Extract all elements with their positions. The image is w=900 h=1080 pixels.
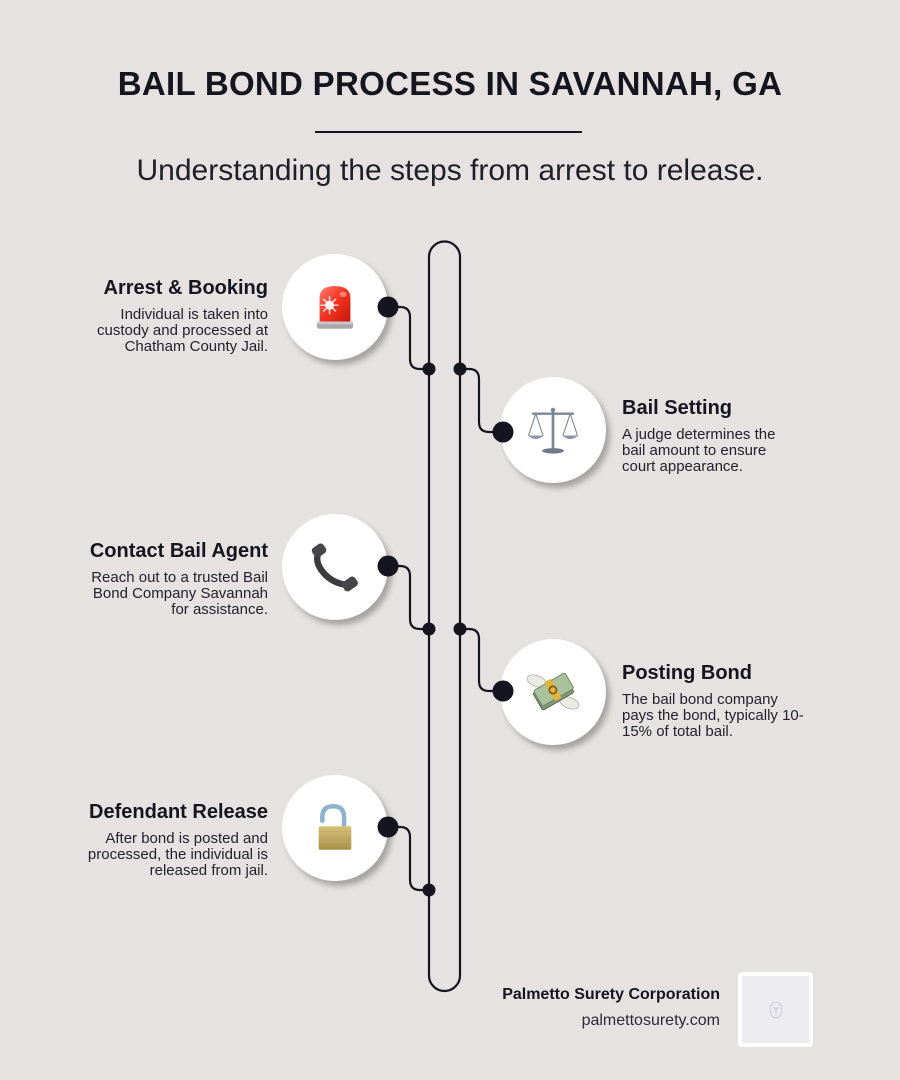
step-description-line: 15% of total bail.	[622, 723, 733, 740]
balance-scale-icon	[527, 407, 579, 454]
step-bail-setting: Bail Setting A judge determines the bail…	[622, 396, 862, 475]
step-icon-circle	[500, 377, 606, 483]
step-description-line: released from jail.	[149, 862, 268, 879]
step-title: Posting Bond	[622, 662, 752, 684]
step-description-line: Reach out to a trusted Bail	[91, 569, 268, 586]
step-description-line: After bond is posted and	[105, 830, 268, 847]
footer-website-link[interactable]: palmettosurety.com	[581, 1012, 720, 1029]
step-title: Defendant Release	[89, 801, 268, 823]
step-description-line: Chatham County Jail.	[124, 338, 268, 355]
step-description: Individual is taken into custody and pro…	[20, 307, 268, 355]
open-padlock-icon	[318, 803, 352, 850]
step-description-line: court appearance.	[622, 458, 743, 475]
telephone-handset-icon	[311, 543, 358, 592]
step-description-line: A judge determines the	[622, 426, 776, 443]
step-description-line: for assistance.	[171, 601, 268, 618]
step-defendant-release: Defendant Release After bond is posted a…	[20, 800, 268, 879]
title-divider	[315, 131, 582, 133]
step-description-line: bail amount to ensure	[622, 442, 767, 459]
step-description-line: Individual is taken into	[120, 306, 268, 323]
step-posting-bond: Posting Bond The bail bond company pays …	[622, 661, 862, 740]
step-title: Bail Setting	[622, 397, 733, 419]
step-icon-circle	[500, 639, 606, 745]
company-logo-icon	[769, 1001, 782, 1018]
step-icon-circle	[282, 775, 388, 881]
step-contact-bail-agent: Contact Bail Agent Reach out to a truste…	[20, 539, 268, 618]
step-description: The bail bond company pays the bond, typ…	[622, 692, 862, 740]
step-description-line: Bond Company Savannah	[92, 585, 268, 602]
step-description: After bond is posted and processed, the …	[20, 831, 268, 879]
step-description-line: custody and processed at	[97, 322, 268, 339]
money-with-wings-icon	[526, 672, 580, 711]
step-description: A judge determines the bail amount to en…	[622, 427, 862, 475]
step-description-line: pays the bond, typically 10-	[622, 707, 804, 724]
step-title: Arrest & Booking	[103, 277, 268, 299]
company-logo	[738, 972, 813, 1047]
step-description-line: The bail bond company	[622, 691, 778, 708]
step-title: Contact Bail Agent	[89, 540, 268, 562]
page-subtitle: Understanding the steps from arrest to r…	[136, 154, 764, 187]
step-arrest-booking: Arrest & Booking Individual is taken int…	[20, 276, 268, 355]
footer-company-name: Palmetto Surety Corporation	[502, 986, 720, 1003]
step-description: Reach out to a trusted Bail Bond Company…	[20, 570, 268, 618]
step-icon-circle	[282, 514, 388, 620]
police-siren-icon	[316, 286, 354, 329]
page-title: BAIL BOND PROCESS IN SAVANNAH, GA	[117, 65, 783, 102]
step-icon-circle	[282, 254, 388, 360]
step-description-line: processed, the individual is	[87, 846, 268, 863]
